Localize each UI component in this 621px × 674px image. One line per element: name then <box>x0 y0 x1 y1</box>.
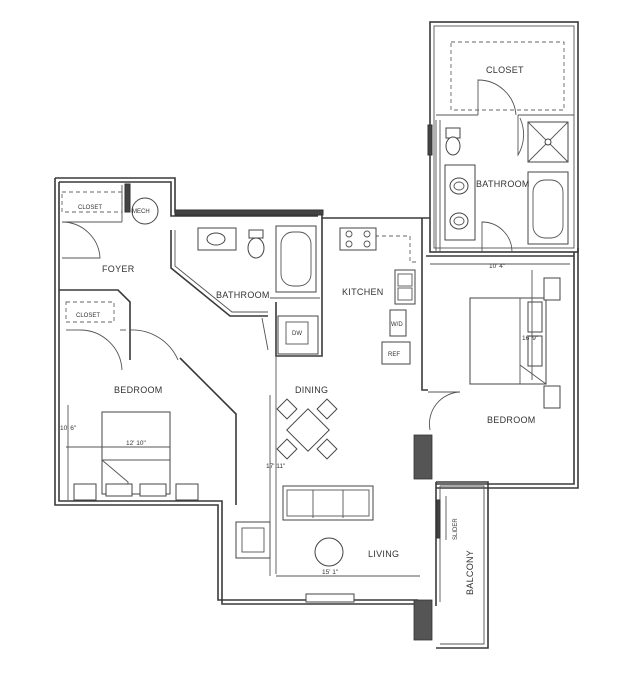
water-heater <box>131 197 159 225</box>
dining-table <box>286 408 330 452</box>
living-length-dim: 17' 11" <box>266 463 286 470</box>
closet-top-door[interactable] <box>477 79 517 116</box>
bathtub <box>527 171 569 245</box>
closet-top-room: CLOSET <box>436 41 574 157</box>
living-width-dim: 15' 1" <box>322 569 339 576</box>
slider-door[interactable] <box>436 499 441 539</box>
wd-label: W/D <box>391 322 403 328</box>
washer-dryer <box>389 309 407 337</box>
bedroom-left-room: 10' 6" 12' 10" BEDROOM <box>60 357 237 505</box>
wall-pier <box>413 434 433 480</box>
vanity <box>444 164 476 241</box>
bedroom-right-room: 10' 4" 16' 9" BEDROOM <box>421 218 574 431</box>
bathroom-right-label: BATHROOM <box>476 179 530 189</box>
closet-mech-area: CLOSET MECH <box>61 183 159 259</box>
bathroom-center-door[interactable] <box>261 317 269 351</box>
balcony-label: BALCONY <box>465 550 475 595</box>
dining-chair <box>316 398 338 420</box>
sink <box>449 212 469 230</box>
closet-left2-label: CLOSET <box>76 313 100 319</box>
sink <box>449 177 469 195</box>
closet-swing-door[interactable] <box>517 115 524 157</box>
range <box>339 227 377 251</box>
mech-panel <box>124 183 131 213</box>
bedroom-left-door[interactable] <box>129 329 179 361</box>
living-label: LIVING <box>368 549 399 559</box>
coffee-table <box>314 537 344 567</box>
bathroom-center-label: BATHROOM <box>216 290 270 300</box>
bed-left <box>101 411 171 495</box>
nightstand-right <box>543 385 561 409</box>
dining-chair <box>316 438 338 460</box>
bathroom-center-room: BATHROOM <box>170 225 320 351</box>
balcony-area: SLIDER BALCONY <box>413 434 489 649</box>
dw-label: DW <box>292 331 302 337</box>
bedroom-right-width-dim: 10' 4" <box>489 263 506 270</box>
nightstand <box>73 483 97 501</box>
dark-wall-segment <box>174 209 324 216</box>
kitchen-label: KITCHEN <box>342 287 384 297</box>
bedroom-left-width-dim: 12' 10" <box>126 440 147 447</box>
dining-chair <box>276 398 298 420</box>
ref-label: REF <box>388 352 400 358</box>
nightstand <box>175 483 199 501</box>
dining-label: DINING <box>295 385 328 395</box>
dining-chair <box>276 438 298 460</box>
bathtub-center <box>275 225 317 293</box>
refrigerator <box>381 341 411 365</box>
foyer-entry-door[interactable] <box>61 221 101 259</box>
sofa <box>282 485 374 521</box>
bathroom-right-room: BATHROOM <box>435 120 569 253</box>
tv-console <box>305 593 355 603</box>
toilet-center <box>247 237 265 259</box>
wall-pier <box>413 599 433 641</box>
closet-left2-door[interactable] <box>79 329 123 371</box>
closet-left-label: CLOSET <box>78 205 102 211</box>
kitchen-sink <box>394 269 416 305</box>
bedroom-left-height-dim: 10' 6" <box>60 425 77 432</box>
closet-top-label: CLOSET <box>486 65 524 75</box>
exterior-walls <box>54 21 579 605</box>
bedroom-right-door[interactable] <box>428 391 461 431</box>
closet-left2-room: CLOSET <box>59 289 179 371</box>
armchair <box>235 521 271 559</box>
nightstand-right <box>543 277 561 301</box>
bedroom-left-label: BEDROOM <box>114 385 163 395</box>
mech-label: MECH <box>132 209 150 215</box>
bathroom-right-door[interactable] <box>481 221 513 253</box>
foyer-label: FOYER <box>102 264 135 274</box>
slider-label: SLIDER <box>453 518 459 540</box>
kitchen-room: DW W/D REF KITCHEN <box>275 218 418 365</box>
dining-living-room: DINING 17' 11" 15' 1" LIVING <box>235 356 420 603</box>
bedroom-right-label: BEDROOM <box>487 415 536 425</box>
dark-wall-segment <box>427 124 433 156</box>
bedroom-right-length-dim: 16' 9" <box>522 335 539 342</box>
